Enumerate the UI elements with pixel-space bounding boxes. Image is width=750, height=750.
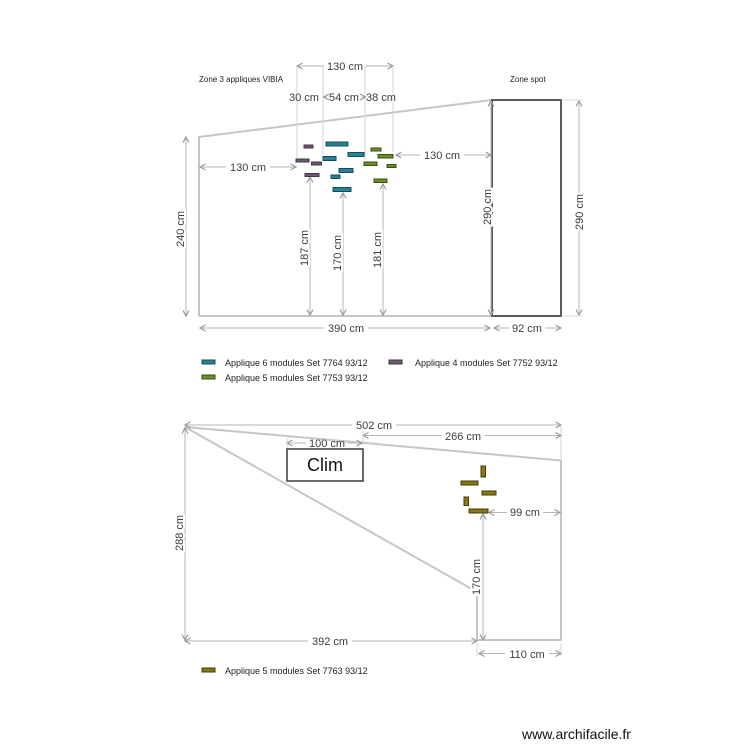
dimension-label: 170 cm (332, 235, 344, 271)
applique-module-purple (311, 161, 322, 166)
dim-upper-left: 100 cm (287, 438, 362, 450)
legend-label: Applique 5 modules Set 7763 93/12 (225, 666, 368, 676)
dimension-label: 130 cm (327, 61, 363, 73)
clim-unit: Clim (286, 448, 364, 482)
top-legend: Applique 6 modules Set 7764 93/12 Appliq… (201, 358, 558, 383)
dimension-label: 266 cm (445, 431, 481, 443)
dim-top-130: 130 cm (297, 61, 393, 160)
dim-right-offset: 130 cm (396, 150, 491, 162)
legend-label: Applique 6 modules Set 7764 93/12 (225, 358, 368, 368)
applique-module-khaki (481, 490, 497, 496)
top-wall-outline (198, 99, 493, 316)
dimension-label: 290 cm (482, 189, 494, 225)
dim-bottom-spot: 92 cm (494, 323, 561, 335)
dimension-label: 130 cm (230, 162, 266, 174)
applique-module-purple (303, 144, 314, 149)
applique-module-olive (373, 178, 388, 183)
zone-spot-rectangle (491, 99, 562, 317)
applique-module-purple (295, 158, 310, 163)
dimension-label: 38 cm (366, 92, 396, 104)
legend-label: Applique 5 modules Set 7753 93/12 (225, 373, 368, 383)
legend-label: Applique 4 modules Set 7752 93/12 (415, 358, 558, 368)
dim-spot-right-height: 290 cm (563, 99, 588, 317)
applique-module-khaki (480, 465, 486, 478)
top-applique-modules (295, 141, 397, 192)
zone-right-label: Zone spot (510, 75, 546, 84)
legend-swatch-teal (201, 359, 216, 365)
dim-bottom-main: 390 cm (200, 323, 490, 335)
dim-left-height: 240 cm (173, 137, 187, 316)
bottom-applique-modules (460, 465, 497, 514)
zone-left-label: Zone 3 appliques VIBIA (199, 75, 284, 84)
dimension-label: 392 cm (312, 636, 348, 648)
applique-module-olive (370, 147, 382, 152)
applique-module-olive (377, 154, 394, 159)
bottom-wall-outline (184, 426, 562, 641)
applique-module-teal (325, 141, 349, 147)
legend-swatch-purple (388, 359, 403, 365)
dim-right-offset-bottom: 99 cm (489, 507, 560, 519)
dimension-label: 130 cm (424, 150, 460, 162)
bottom-elevation-diagram: 502 cm 266 cm 100 cm Clim 288 cm (172, 420, 562, 676)
dim-drop-bottom: 170 cm (469, 514, 483, 640)
applique-module-khaki (463, 496, 469, 506)
bottom-legend: Applique 5 modules Set 7763 93/12 (201, 666, 368, 676)
applique-module-teal (347, 152, 365, 157)
website-footer: www.archifacile.fr (521, 726, 631, 742)
dim-spot-inner-height: 290 cm (480, 101, 496, 315)
applique-module-purple (304, 173, 320, 177)
dimension-label: 390 cm (328, 323, 364, 335)
dim-bottom-main-bottom: 392 cm (185, 636, 477, 648)
top-elevation-diagram: Zone 3 appliques VIBIA Zone spot 130 cm … (173, 61, 588, 383)
dimension-label: 54 cm (329, 92, 359, 104)
dim-upper-right: 266 cm (363, 431, 561, 445)
dimension-label: 290 cm (574, 194, 586, 230)
dim-drop-heights: 187 cm 170 cm 181 cm (297, 177, 384, 315)
dim-total-width: 502 cm (185, 420, 561, 459)
legend-swatch-olive (201, 374, 216, 380)
applique-module-olive (386, 164, 397, 168)
dimension-label: 187 cm (299, 230, 311, 266)
applique-module-khaki (468, 508, 489, 514)
dim-left-offset: 130 cm (200, 162, 296, 174)
applique-module-teal (332, 187, 352, 192)
clim-label: Clim (307, 455, 343, 475)
dimension-label: 502 cm (356, 420, 392, 432)
applique-module-khaki (460, 480, 479, 486)
dimension-label: 170 cm (471, 559, 483, 595)
dimension-label: 181 cm (372, 232, 384, 268)
dimension-label: 100 cm (309, 438, 345, 450)
dimension-label: 99 cm (510, 507, 540, 519)
applique-module-teal (322, 156, 337, 161)
applique-module-olive (363, 161, 378, 166)
dimension-label: 110 cm (509, 649, 544, 661)
clim-box (286, 448, 364, 482)
dimension-label: 240 cm (175, 211, 187, 247)
dimension-label: 288 cm (174, 515, 186, 551)
dim-left-height-bottom: 288 cm (172, 428, 186, 640)
dimension-label: 92 cm (512, 323, 542, 335)
legend-swatch-khaki (201, 667, 216, 673)
applique-module-teal (338, 168, 354, 173)
dim-bottom-right: 110 cm (476, 643, 561, 661)
dim-sub-row: 30 cm 54 cm 38 cm (289, 92, 396, 104)
applique-module-teal (330, 174, 341, 179)
dimension-label: 30 cm (289, 92, 319, 104)
